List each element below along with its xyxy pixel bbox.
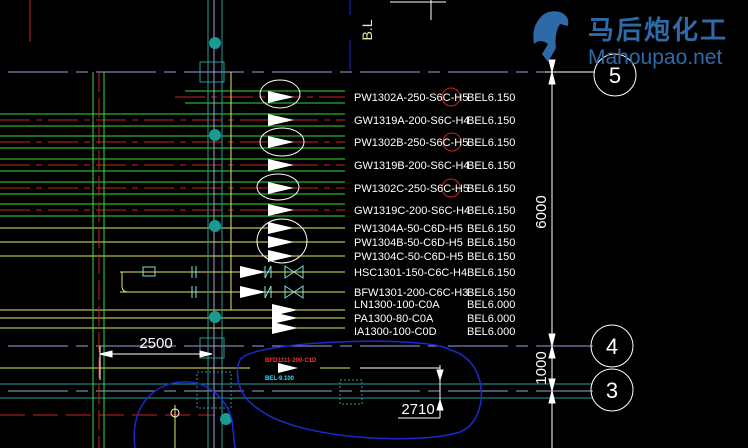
flow-arrow: [268, 236, 294, 248]
pipe-tag-label[interactable]: GW1319B-200-S6C-H4: [354, 160, 470, 172]
flow-arrow: [268, 136, 294, 148]
revision-cloud: [259, 79, 301, 109]
flow-arrow: [268, 182, 294, 194]
pipe-elevation-label: BEL6.150: [467, 223, 515, 235]
flow-arrow: [278, 363, 298, 373]
pipe-elevation-label: BEL6.150: [467, 251, 515, 263]
pipe-elevation-label: BEL6.150: [467, 287, 515, 299]
column-dot: [209, 311, 221, 323]
pipe-elevation-label: BEL6.000: [467, 313, 515, 325]
flow-arrow: [268, 159, 294, 171]
pipe-elevation-label: BEL6.000: [467, 299, 515, 311]
concrete-pier: [196, 371, 232, 409]
grid-bubble-5[interactable]: [593, 53, 637, 97]
dim-2500: 2500: [139, 335, 172, 352]
pipe-elevation-label: BEL6.150: [467, 183, 515, 195]
pipe-elevation-label: BEL6.150: [467, 267, 515, 279]
bl-label: B.L: [359, 19, 375, 40]
support-bracket: [199, 337, 225, 359]
gate-valve-icon: [264, 285, 304, 299]
pipe-elevation-label: BEL6.150: [467, 115, 515, 127]
pipe-tag-label[interactable]: PW1304A-50-C6D-H5: [354, 223, 463, 235]
watermark-title: 马后炮化工: [588, 15, 729, 45]
dim-1000: 1000: [533, 351, 550, 384]
pipe-tag-label[interactable]: GW1319C-200-S6C-H4: [354, 205, 470, 217]
column-dot: [209, 220, 221, 232]
flow-arrow: [268, 114, 294, 126]
horse-logo-icon: [530, 4, 570, 64]
grid-bubble-4[interactable]: [590, 324, 634, 368]
pipe-tag-label[interactable]: HSC1301-150-C6C-H4: [354, 267, 467, 279]
red-pipe-tag: BFD1311-200-C1D: [265, 358, 317, 364]
revision-cloud: [256, 218, 308, 264]
pipe-elevation-label: BEL6.150: [467, 160, 515, 172]
pipe-tag-label[interactable]: IA1300-100-C0D: [354, 326, 437, 338]
cyan-elev-tag: BEL-9.100: [265, 376, 295, 382]
flow-arrow: [240, 286, 266, 298]
dimension-lines: [99, 59, 595, 448]
support-bracket: [199, 61, 225, 83]
red-cloud: [441, 87, 461, 107]
pipe-tag-label[interactable]: PW1302C-250-S6C-H5: [354, 183, 469, 195]
flow-arrow: [268, 91, 294, 103]
blue-revision-cloud: [236, 340, 482, 440]
flow-arrow: [268, 250, 294, 262]
h5-markers: [441, 87, 462, 198]
column-markers: [209, 37, 232, 425]
pipe-tag-label[interactable]: PA1300-80-C0A: [354, 313, 434, 325]
watermark-url: Mahoupao.net: [588, 46, 723, 69]
pipe-bend: [121, 272, 129, 293]
pipe-elevation-label: BEL6.150: [467, 205, 515, 217]
pipe-elevation-label: BEL6.000: [467, 326, 515, 338]
flow-arrow: [268, 204, 294, 216]
grid-label-4: 4: [606, 334, 618, 359]
flow-arrow: [268, 222, 294, 234]
valve-symbol: [170, 408, 180, 418]
dim-6000: 6000: [533, 195, 550, 228]
red-cloud: [441, 178, 461, 198]
dim-2710: 2710: [401, 401, 434, 418]
pipe-tag-label[interactable]: GW1319A-200-S6C-H4: [354, 115, 470, 127]
pipe-tag-label[interactable]: LN1300-100-C0A: [354, 299, 440, 311]
grid-label-3: 3: [606, 378, 618, 403]
column-dot: [209, 129, 221, 141]
pipe-tag-label[interactable]: BFW1301-200-C6C-H3: [354, 287, 468, 299]
flow-arrow: [272, 312, 298, 324]
pipe-tag-label[interactable]: PW1302A-250-S6C-H5: [354, 92, 468, 104]
pipe-tag-label[interactable]: PW1302B-250-S6C-H5: [354, 137, 468, 149]
pipe-tag-label[interactable]: PW1304C-50-C6D-H5: [354, 251, 463, 263]
pipe-elevation-label: BEL6.150: [467, 137, 515, 149]
revision-clouds: [256, 79, 308, 264]
revision-cloud: [256, 173, 300, 201]
pipe-elevation-label: BEL6.150: [467, 92, 515, 104]
flow-arrow: [240, 266, 266, 278]
red-cloud: [442, 132, 462, 152]
check-valve-icon: [264, 265, 304, 279]
column-dot: [220, 413, 232, 425]
flow-arrow: [272, 304, 298, 316]
column-dot: [209, 37, 221, 49]
grid-bubble-3[interactable]: [590, 368, 634, 412]
reducer-symbol: [142, 266, 156, 277]
grid-lines: [8, 71, 595, 392]
pipe-tag-label[interactable]: PW1304B-50-C6D-H5: [354, 237, 463, 249]
revision-cloud: [259, 127, 305, 157]
flow-arrow: [272, 322, 298, 334]
pipe-elevation-label: BEL6.150: [467, 237, 515, 249]
grid-label-5: 5: [609, 63, 621, 88]
concrete-pier: [339, 379, 363, 405]
blue-revision-cloud: [133, 381, 236, 448]
valve-group: [142, 265, 304, 299]
